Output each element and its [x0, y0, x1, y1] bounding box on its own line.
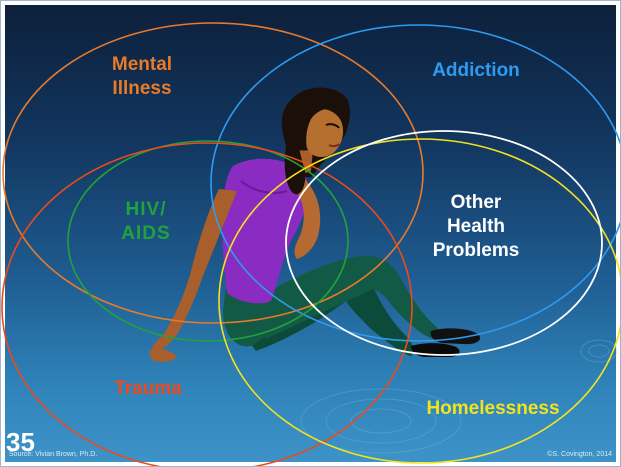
other-health-label-line1: Other — [450, 192, 502, 213]
trauma-label: Trauma — [114, 378, 182, 399]
mental-illness-label: Mental Illness — [87, 53, 197, 101]
other-health-label-line3: Problems — [432, 240, 520, 261]
mental-illness-circle — [2, 22, 424, 324]
hiv-aids-label-line1: HIV/ — [125, 199, 167, 220]
mental-illness-label-line2: Illness — [112, 78, 172, 99]
hiv-aids-circle — [67, 140, 349, 342]
addiction-circle — [210, 24, 620, 342]
trauma-circle — [1, 142, 413, 466]
addiction-label: Addiction — [432, 60, 520, 81]
slide-number: 35 — [6, 427, 35, 457]
source-credit: Source: Vivian Brown, Ph.D. — [9, 451, 98, 458]
water-ripples — [300, 339, 618, 454]
hiv-aids-label: HIV/ AIDS — [101, 198, 191, 246]
other-health-label-line2: Health — [446, 216, 506, 237]
copyright-notice: ©S. Covington, 2014 — [547, 451, 612, 458]
homelessness-circle — [218, 138, 620, 464]
homelessness-label: Homelessness — [426, 398, 560, 419]
hiv-aids-label-line2: AIDS — [121, 223, 171, 244]
other-health-circle — [285, 130, 603, 356]
other-health-label: Other Health Problems — [408, 191, 544, 263]
mental-illness-label-line1: Mental — [111, 54, 173, 75]
